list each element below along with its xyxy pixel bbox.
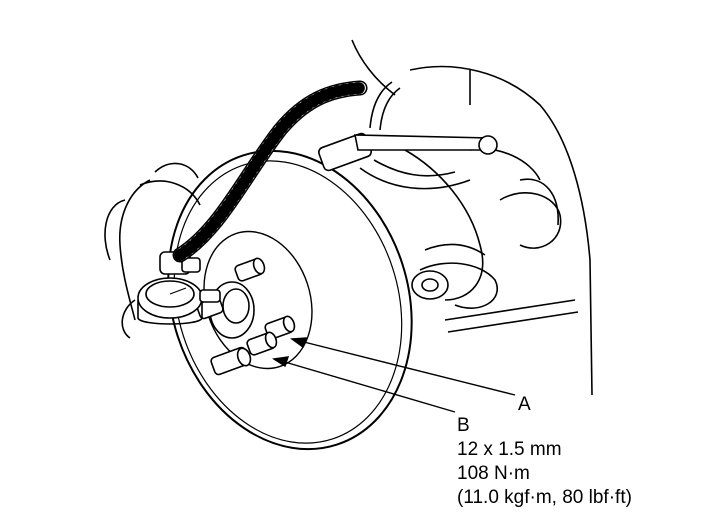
- caliper-bracket: [104, 162, 201, 339]
- callout-a-label: A: [518, 394, 531, 415]
- callout-b-label: B: [457, 415, 470, 436]
- arrow-head-a: [290, 337, 307, 349]
- arrow-head-b: [272, 356, 290, 368]
- callout-b-torque: 108 N·m: [457, 463, 530, 484]
- wheel-stud: [210, 346, 252, 376]
- flexible-arm: [172, 80, 368, 263]
- callout-b-size: 12 x 1.5 mm: [457, 439, 562, 460]
- leader-line-a: [295, 339, 516, 396]
- leader-lines: [272, 337, 516, 413]
- dial-indicator: [137, 251, 221, 325]
- gauge-stand: [318, 81, 498, 190]
- callout-b-torque-alt: (11.0 kgf·m, 80 lbf·ft): [457, 487, 632, 508]
- wheel-stud: [234, 257, 266, 282]
- wheel-studs: [196, 257, 296, 376]
- wheel-stud: [246, 331, 278, 356]
- leader-line-b: [277, 359, 456, 413]
